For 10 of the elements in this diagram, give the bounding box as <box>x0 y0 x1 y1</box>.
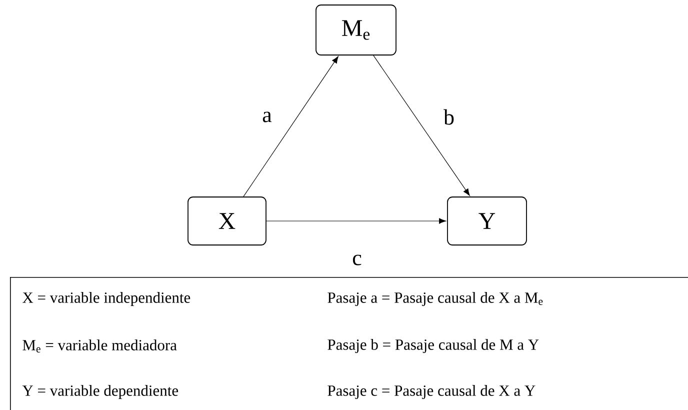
arrow <box>373 55 470 196</box>
edge-label: a <box>262 112 272 122</box>
edge-label: b <box>444 109 454 125</box>
edge-label: c <box>352 254 362 266</box>
variable-box: Y <box>447 196 527 246</box>
variable-box: X <box>188 196 266 246</box>
arrow <box>243 56 338 197</box>
variable-box: M$_{e}$ <box>316 4 396 56</box>
key-table: X = variable independiente Pasaje a = Pasaje causal de X a M$_{e}$ M$_{e}$ = variable mediadora Pasaje b = Pasaje causal de M a Y Y = variable dependiente Pasaje c = Pasaje causal de X a Y <box>10 277 688 410</box>
arrow <box>266 218 446 224</box>
